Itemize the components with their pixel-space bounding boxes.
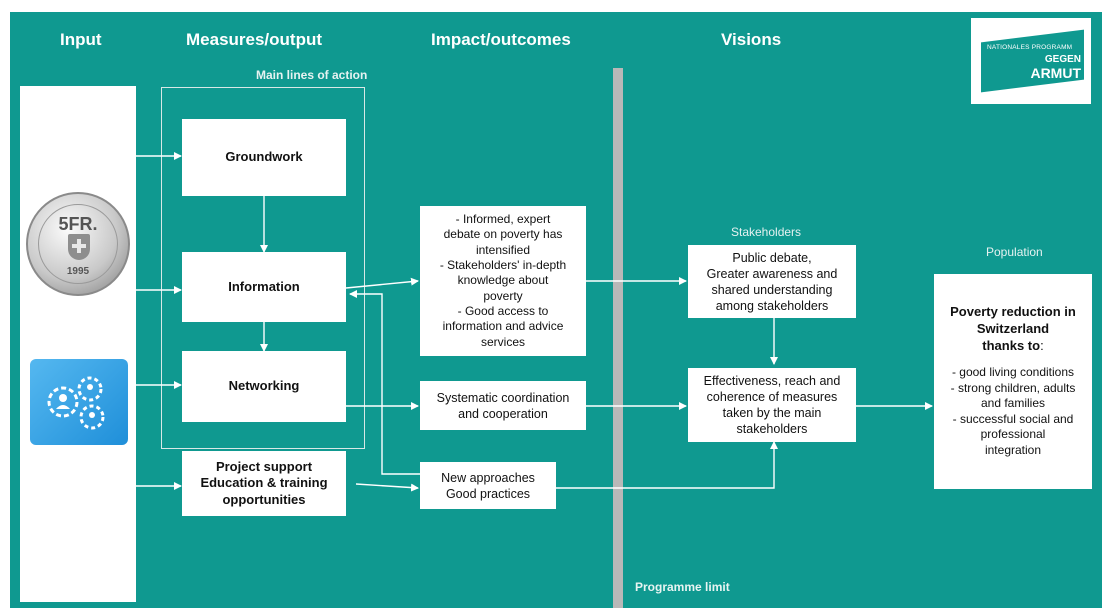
population-items: - good living conditions - strong childr… [950, 365, 1076, 458]
informed-debate-box: - Informed, expert debate on poverty has… [420, 206, 586, 356]
diagram-canvas: Input Measures/output Impact/outcomes Vi… [10, 12, 1102, 608]
logo-line1: NATIONALES PROGRAMM [987, 44, 1073, 51]
population-label: Population [986, 245, 1043, 259]
header-visions: Visions [721, 30, 782, 49]
header-impact: Impact/outcomes [431, 30, 571, 49]
population-thanks-line: thanks to: [982, 338, 1043, 355]
poverty-reduction-box: Poverty reduction in Switzerland thanks … [934, 274, 1092, 489]
programme-limit-label: Programme limit [635, 580, 730, 594]
project-support-box: Project support Education & training opp… [182, 451, 346, 516]
main-lines-frame [161, 87, 365, 449]
network-people-icon [30, 359, 128, 445]
edge-information-informed [345, 277, 419, 289]
connector-lines [136, 152, 933, 492]
logo: NATIONALES PROGRAMM GEGEN ARMUT [971, 18, 1091, 104]
coin-rim [38, 204, 118, 284]
logo-line2: GEGEN [1044, 54, 1081, 65]
information-box: Information [182, 252, 346, 322]
swiss-shield-icon [68, 234, 90, 260]
effectiveness-box: Effectiveness, reach and coherence of me… [688, 368, 856, 442]
logo-line3: ARMUT [1030, 65, 1081, 81]
header-measures: Measures/output [186, 30, 323, 49]
main-lines-label: Main lines of action [256, 68, 368, 82]
public-debate-box: Public debate, Greater awareness and sha… [688, 245, 856, 318]
input-panel [20, 86, 136, 602]
groundwork-box: Groundwork [182, 119, 346, 196]
population-colon: : [1040, 338, 1044, 354]
population-thanks: thanks to [982, 338, 1041, 354]
networking-box: Networking [182, 351, 346, 422]
edge-newapproaches-effectiveness [556, 441, 778, 489]
header-input: Input [60, 30, 102, 49]
coin-denomination: 5FR. [58, 214, 98, 234]
population-title: Poverty reduction in Switzerland [950, 304, 1076, 337]
programme-limit-bar [613, 68, 623, 608]
stakeholders-label: Stakeholders [731, 225, 802, 239]
new-approaches-box: New approaches Good practices [420, 462, 556, 509]
coin-year: 1995 [66, 266, 90, 277]
coordination-box: Systematic coordination and cooperation [420, 381, 586, 430]
edge-newapproaches-information [349, 290, 420, 475]
coin-icon: 5FR. 1995 [26, 192, 130, 296]
edge-project-newapproaches [355, 483, 419, 492]
